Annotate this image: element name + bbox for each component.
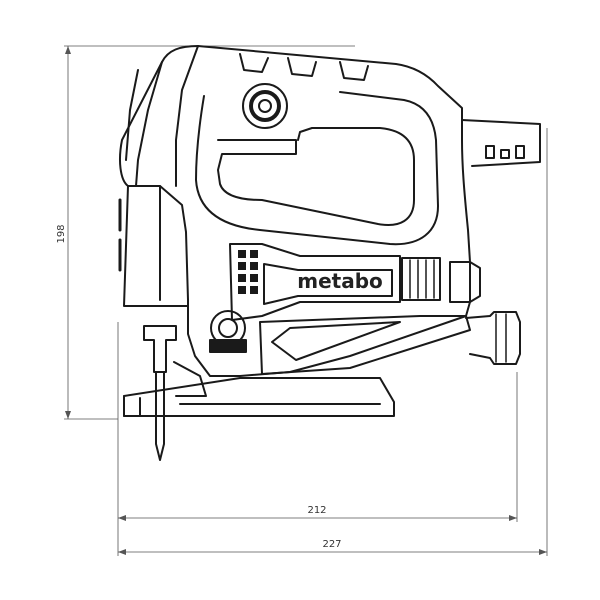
length-total-arrow-left — [118, 549, 126, 555]
front-panel-outer — [135, 61, 163, 187]
dimension-length-body — [117, 322, 518, 556]
handle-opening — [217, 127, 415, 226]
panel-vents — [238, 250, 258, 294]
cord-slot-3 — [515, 145, 525, 159]
side-panel-inner — [263, 263, 393, 305]
front-panel-edge — [125, 69, 139, 161]
dimension-length-total — [118, 128, 548, 556]
length-body-arrow-left — [118, 515, 126, 521]
brand-logo: metabo — [297, 269, 383, 293]
rear-grip — [401, 257, 441, 301]
length-body-arrow-right — [509, 515, 517, 521]
rear-grip-ribs — [409, 259, 435, 299]
length-body-dimension-label: 212 — [307, 505, 326, 516]
cord-slot-2 — [500, 149, 510, 159]
tool-outline — [118, 45, 541, 461]
pendulum-dial-inner — [218, 318, 238, 338]
top-vent-2 — [287, 57, 317, 77]
lower-body — [259, 315, 471, 375]
handle-frame — [195, 91, 439, 246]
top-vent-3 — [339, 61, 369, 81]
height-arrow-bottom — [65, 411, 71, 419]
speed-knob-outer — [242, 83, 288, 129]
power-cord — [461, 119, 541, 167]
pendulum-lever — [209, 339, 247, 353]
front-panel-inner — [175, 45, 199, 187]
blade-guide — [173, 361, 207, 397]
blade-clamp — [143, 325, 177, 373]
base-plate-front — [123, 395, 141, 417]
length-total-dimension-label: 227 — [322, 539, 341, 550]
lower-body-fin — [271, 321, 401, 361]
top-vent-1 — [239, 53, 269, 73]
height-arrow-top — [65, 46, 71, 54]
dust-port-rings — [495, 313, 507, 363]
front-column — [123, 185, 189, 307]
height-dimension-label: 198 — [56, 224, 67, 243]
cord-slot-1 — [485, 145, 495, 159]
dust-port — [465, 311, 521, 365]
saw-blade — [155, 371, 165, 461]
length-total-arrow-right — [539, 549, 547, 555]
speed-knob-center — [258, 99, 272, 113]
rear-cap — [449, 261, 471, 303]
dimension-height — [64, 45, 355, 420]
speed-knob-inner — [249, 90, 281, 122]
